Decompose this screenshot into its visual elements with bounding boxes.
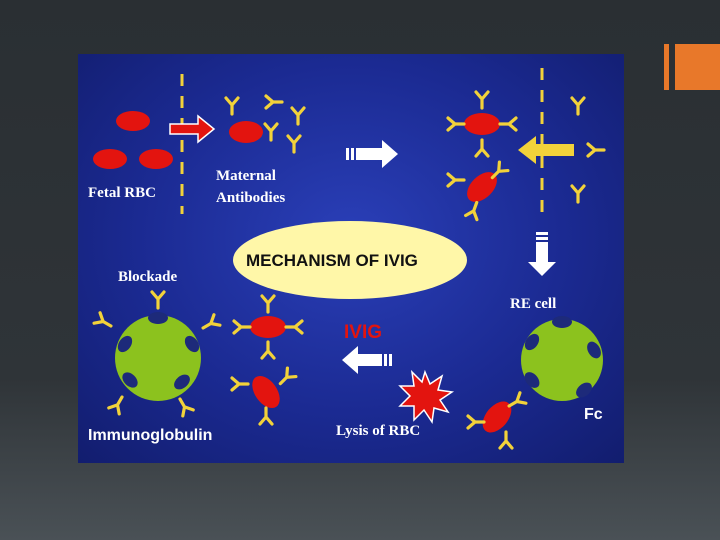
- blocked-rbc: [250, 316, 286, 338]
- re-cell-label: RE cell: [510, 296, 557, 312]
- title-ellipse: [233, 221, 467, 299]
- free-maternal-antibodies: [570, 96, 606, 204]
- blocked-re-cell: [115, 312, 201, 401]
- diagram-graphics: [92, 68, 606, 450]
- maternal-antibodies-label-line1: Maternal: [216, 168, 276, 184]
- immunoglobulin-label: Immunoglobulin: [88, 427, 213, 444]
- red-arrow: [169, 114, 216, 144]
- rbc-bound-to-re: [482, 401, 512, 433]
- maternal-antibodies-label-line2: Antibodies: [216, 190, 286, 206]
- lysis-burst: [398, 369, 455, 425]
- arrow-down: [528, 232, 556, 276]
- lysis-of-rbc-label: Lysis of RBC: [336, 423, 421, 439]
- sensitized-rbc: [467, 172, 497, 202]
- arrow-right-1: [346, 140, 398, 168]
- blocked-rbc: [252, 375, 280, 409]
- ivig-label: IVIG: [344, 322, 383, 343]
- accent-bar-block: [675, 44, 720, 90]
- arrow-left-ivig: [342, 346, 392, 374]
- ivig-mechanism-diagram: Fetal RBC Maternal Antibodies MECHANISM …: [78, 54, 624, 463]
- fetal-rbc-cell: [93, 149, 127, 169]
- blockade-label: Blockade: [118, 269, 178, 285]
- fetal-rbc-label: Fetal RBC: [88, 185, 156, 201]
- re-cell: [521, 316, 603, 401]
- yellow-arrow-left: [518, 136, 574, 164]
- fetal-rbc-cell: [229, 121, 263, 143]
- fetal-rbc-cell: [139, 149, 173, 169]
- diagram-title: MECHANISM OF IVIG: [246, 251, 418, 270]
- sensitized-rbc: [464, 113, 500, 135]
- fc-label: Fc: [584, 406, 603, 423]
- fetal-rbc-cell: [116, 111, 150, 131]
- accent-bar-left: [664, 44, 669, 90]
- fetal-rbc-group: [93, 111, 173, 169]
